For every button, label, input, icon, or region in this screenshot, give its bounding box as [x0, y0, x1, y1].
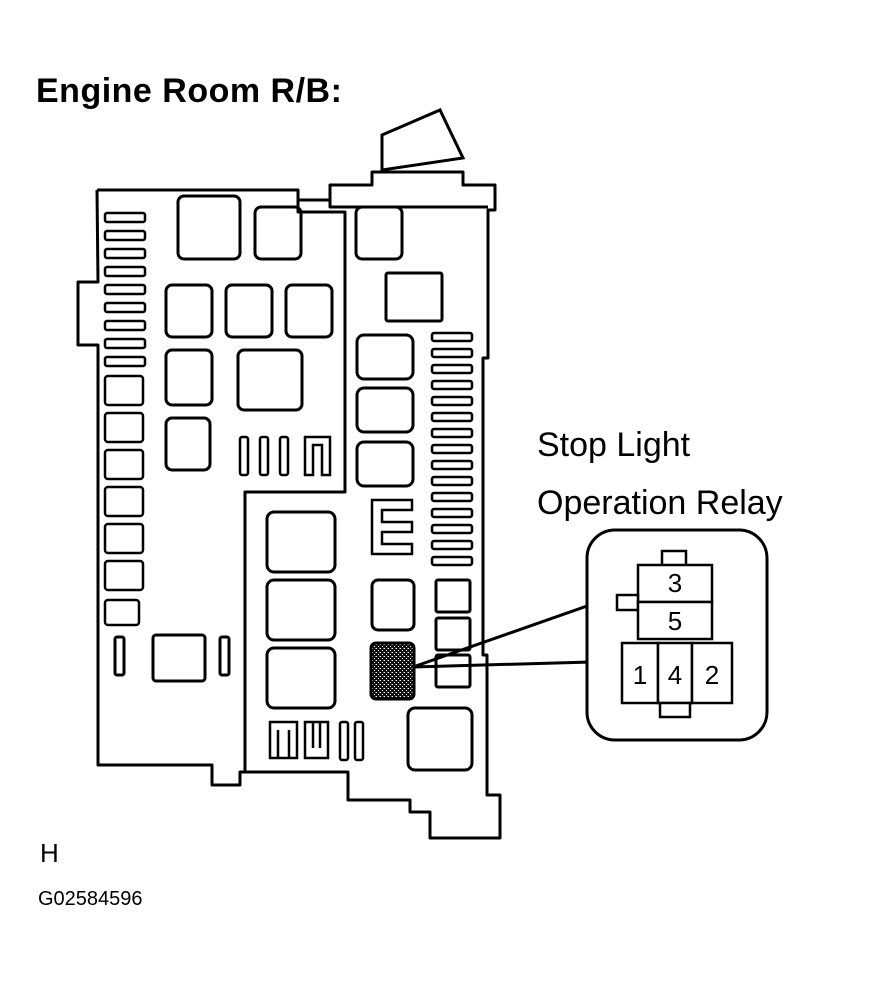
callout-leader [412, 602, 592, 669]
relay-connector [615, 549, 734, 719]
relay-block-outline [76, 170, 502, 840]
mini-fuse-group-lower [268, 720, 365, 762]
stop-light-relay-location [369, 641, 416, 701]
pin-4-label: 4 [668, 660, 682, 690]
middle-relays [354, 205, 474, 772]
serpentine-fuse [370, 498, 414, 556]
pin-5-label: 5 [668, 606, 682, 636]
pin-3-label: 3 [668, 568, 682, 598]
figure-id: G02584596 [38, 888, 143, 910]
callout-label-line1: Stop Light [537, 426, 691, 464]
left-fuse-column [103, 211, 147, 627]
lower-relays [265, 510, 337, 710]
callout-label-line2: Operation Relay [537, 484, 783, 522]
mini-fuse-group-upper [238, 435, 332, 477]
top-tab [380, 108, 466, 172]
left-relays [113, 194, 334, 683]
right-fuse-column [430, 331, 474, 567]
pin-1-label: 1 [633, 660, 647, 690]
diagram-title: Engine Room R/B: [36, 72, 343, 110]
marker-letter: H [40, 838, 59, 868]
pin-2-label: 2 [705, 660, 719, 690]
